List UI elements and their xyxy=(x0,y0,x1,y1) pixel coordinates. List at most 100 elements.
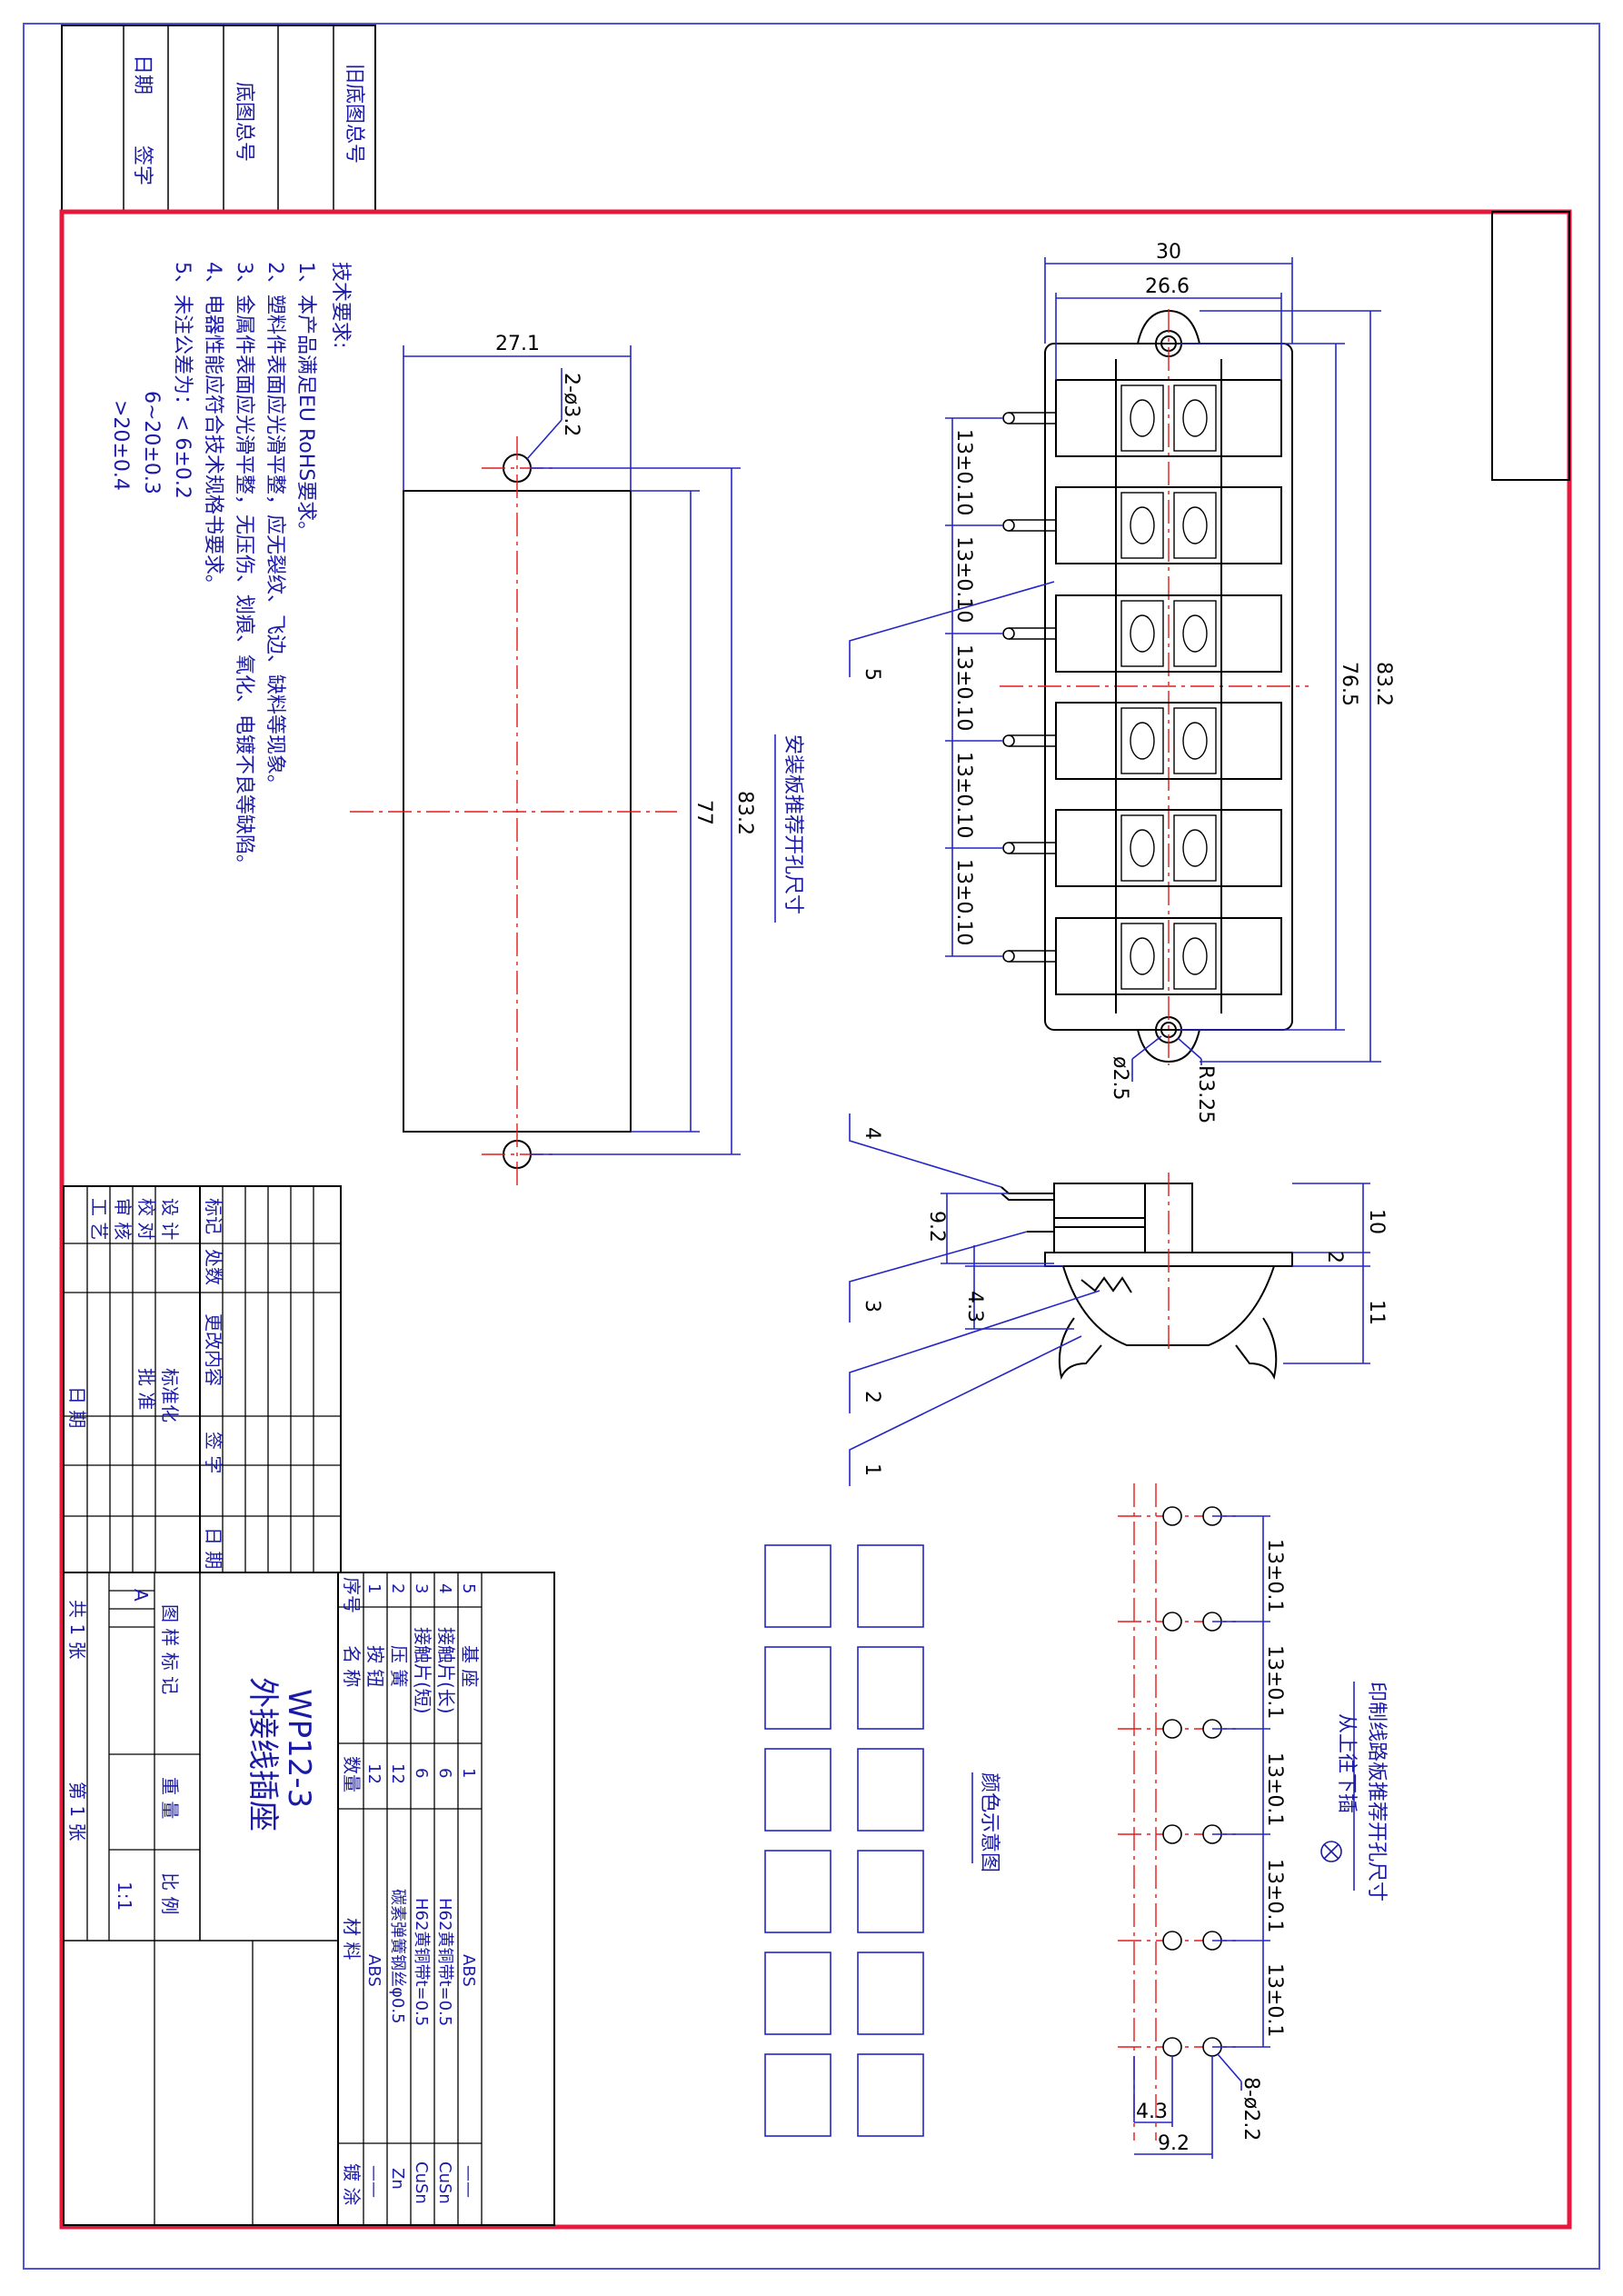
date-label: 日期 xyxy=(131,55,154,95)
color-caption: 颜色示意图 xyxy=(978,1772,1001,1872)
date2-label: 日 期 xyxy=(66,1386,88,1428)
base-no-label: 底图总号 xyxy=(233,82,255,162)
insert-direction-icon xyxy=(1320,1841,1342,1862)
parts-row-1-plating: —— xyxy=(364,2165,383,2198)
product-name: 外接线插座 xyxy=(244,1677,281,1832)
corner-box xyxy=(1491,211,1570,481)
parts-row-4-qty: 6 xyxy=(435,1768,454,1778)
design-label: 设 计 xyxy=(159,1198,181,1240)
top-hole-dim: ø2.5 xyxy=(1109,1056,1131,1100)
top-view-cells xyxy=(1055,379,1282,995)
pcb-subcaption: 从上往下插 xyxy=(1335,1713,1358,1813)
revision-block: 标记 处数 更改内容 签 字 日 期 设 计 校 对 审 核 工 艺 标准化 批… xyxy=(63,1185,342,1573)
tech-req-title: 技术要求: xyxy=(329,262,352,348)
pcb-dim-9-2: 9.2 xyxy=(1158,2132,1190,2155)
top-pitch-1: 13±0.10 xyxy=(952,429,975,515)
panel-inner-dim: 77 xyxy=(692,800,715,825)
pcb-holes-dim: 8-ø2.2 xyxy=(1240,2077,1262,2141)
tech-req-item-3: 3、金属件表面应光滑平整，无压伤、划痕、氧化、电镀不良等缺陷。 xyxy=(233,262,255,874)
tech-req-tol-2: 6~20±0.3 xyxy=(140,391,163,494)
sheet-number: 第 1 张 xyxy=(66,1782,88,1841)
panel-caption: 安装板推荐开孔尺寸 xyxy=(782,734,804,914)
tech-req-item-5: 5、未注公差为：< 6±0.2 xyxy=(171,262,194,499)
model-number: WP12-3 xyxy=(281,1689,317,1808)
side-dim-11: 11 xyxy=(1365,1300,1388,1325)
parts-row-1-qty: 12 xyxy=(364,1763,383,1784)
side-dim-2: 2 xyxy=(1323,1251,1346,1263)
panel-holes-dim: 2-ø3.2 xyxy=(560,373,582,436)
weight-label: 重 量 xyxy=(159,1777,181,1819)
rev-count-label: 处数 xyxy=(203,1249,224,1285)
pcb-pitch-4: 13±0.1 xyxy=(1263,1859,1286,1932)
parts-row-3-plating: CuSn xyxy=(412,2161,431,2204)
parts-row-5-qty: 1 xyxy=(459,1768,478,1778)
callout-1: 1 xyxy=(861,1463,883,1476)
top-width-inner-dim: 26.6 xyxy=(1145,275,1190,298)
callouts: 5 4 3 2 1 xyxy=(849,581,1100,1486)
panel-cutout-view: 27.1 2-ø3.2 77 83.2 安装板推荐开孔尺寸 xyxy=(350,333,804,1186)
parts-row-5-plating: —— xyxy=(459,2165,478,2198)
parts-header-plating: 镀 涂 xyxy=(341,2163,363,2205)
top-width-outer-dim: 30 xyxy=(1156,241,1181,264)
panel-width-dim: 27.1 xyxy=(495,333,540,355)
tech-req-item-4: 4、电器性能应符合技术规格书要求。 xyxy=(202,262,224,594)
approve-label: 批 准 xyxy=(135,1368,157,1410)
top-pitch-5: 13±0.10 xyxy=(952,859,975,945)
callout-3: 3 xyxy=(861,1300,883,1313)
old-base-no-label: 旧底图总号 xyxy=(343,64,365,164)
scale-value: 1:1 xyxy=(114,1882,135,1911)
parts-row-2-material: 碳素弹簧钢丝φ0.5 xyxy=(388,1889,407,2024)
pattern-mark-label: 图 样 标 记 xyxy=(159,1604,181,1694)
top-length-outer-dim: 83.2 xyxy=(1372,662,1395,706)
parts-header-no: 序号 xyxy=(341,1577,363,1613)
rev-change-label: 更改内容 xyxy=(203,1313,224,1386)
parts-header-name: 名 称 xyxy=(341,1645,363,1687)
parts-row-3-no: 3 xyxy=(412,1583,431,1593)
pcb-caption: 印制线路板推荐开孔尺寸 xyxy=(1365,1682,1388,1902)
parts-row-3-qty: 6 xyxy=(412,1768,431,1778)
parts-row-4-plating: CuSn xyxy=(435,2161,454,2204)
parts-row-4-material: H62黄铜带t=0.5 xyxy=(435,1898,454,2026)
tech-req-item-2: 2、塑料件表面应光滑平整，应无裂纹、飞边、缺料等现象。 xyxy=(264,262,286,794)
pcb-pitch-2: 13±0.1 xyxy=(1263,1645,1286,1719)
side-dim-9-2: 9.2 xyxy=(925,1211,948,1243)
process-label: 工 艺 xyxy=(88,1198,110,1240)
rev-sign-label: 签 字 xyxy=(203,1432,224,1473)
side-view: 9.2 4.3 10 2 11 xyxy=(925,1173,1388,1381)
parts-row-4-name: 接触片(长) xyxy=(435,1627,457,1714)
signature-label: 签字 xyxy=(131,145,154,185)
pcb-dim-4-3: 4.3 xyxy=(1136,2101,1168,2123)
callout-4: 4 xyxy=(861,1127,883,1140)
parts-row-3-name: 接触片(短) xyxy=(412,1627,433,1714)
pcb-pitch-1: 13±0.1 xyxy=(1263,1539,1286,1612)
pcb-pitch-3: 13±0.1 xyxy=(1263,1752,1286,1826)
top-view-pins xyxy=(1002,412,1056,963)
callout-2: 2 xyxy=(861,1391,883,1403)
review-label: 审 核 xyxy=(112,1198,134,1240)
parts-row-3-material: H62黄铜带t=0.5 xyxy=(412,1898,431,2026)
parts-row-2-qty: 12 xyxy=(388,1763,407,1784)
check-label: 校 对 xyxy=(135,1198,157,1240)
pcb-pitch-5: 13±0.1 xyxy=(1263,1963,1286,2037)
parts-row-2-plating: Zn xyxy=(388,2168,407,2190)
parts-row-4-no: 4 xyxy=(435,1583,454,1593)
parts-row-5-name: 基 座 xyxy=(459,1645,481,1687)
parts-row-2-no: 2 xyxy=(388,1583,407,1593)
top-view-buttons xyxy=(1120,384,1217,990)
tech-req-item-1: 1、本产品满足EU RoHS要求。 xyxy=(294,262,317,541)
rev-mark-label: 标记 xyxy=(203,1198,224,1234)
top-radius-dim: R3.25 xyxy=(1194,1065,1217,1123)
sheet-border xyxy=(23,23,1600,2270)
grade-value: A xyxy=(130,1589,152,1602)
parts-row-1-name: 按 钮 xyxy=(364,1645,386,1687)
title-block: A 图 样 标 记 重 量 比 例 1:1 共 1 张 第 1 张 WP12-3… xyxy=(63,1572,555,2226)
standard-label: 标准化 xyxy=(159,1368,181,1423)
drawing-frame xyxy=(59,209,1572,2230)
top-pitch-3: 13±0.10 xyxy=(952,644,975,731)
parts-row-5-material: ABS xyxy=(459,1954,478,1987)
side-dim-10: 10 xyxy=(1365,1209,1388,1234)
parts-row-5-no: 5 xyxy=(459,1583,478,1593)
total-sheets: 共 1 张 xyxy=(66,1600,88,1659)
technical-requirements: 技术要求: 1、本产品满足EU RoHS要求。 2、塑料件表面应光滑平整，应无裂… xyxy=(109,262,352,874)
